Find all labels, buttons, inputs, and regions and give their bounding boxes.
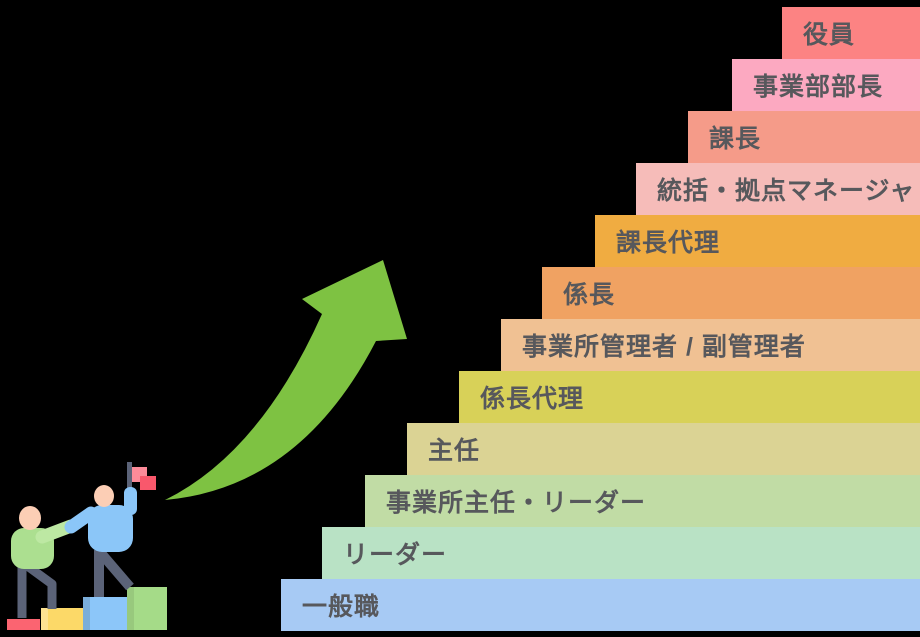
block-shade [127, 587, 134, 630]
leader-person [64, 462, 156, 597]
ladder-step: 役員 [782, 7, 920, 59]
ladder-step: 課長 [688, 111, 920, 163]
podium-block-green [127, 587, 167, 630]
climbers-illustration [7, 462, 167, 630]
ladder-step-label: 統括・拠点マネージャ [657, 177, 916, 205]
ladder-step-label: 事業所管理者 / 副管理者 [522, 333, 806, 361]
block-shade [83, 597, 90, 630]
podium-blocks [7, 587, 167, 630]
ladder-step-label: 係長代理 [480, 385, 585, 413]
helper-legs [17, 561, 57, 618]
ladder-step-label: リーダー [343, 541, 448, 569]
ladder-step-label: 事業部部長 [753, 73, 884, 101]
ladder-step: 事業部部長 [732, 59, 920, 111]
podium-block-blue [83, 597, 127, 630]
ladder-step-label: 主任 [428, 437, 481, 465]
ladder-step-label: 役員 [803, 21, 856, 49]
ladder-step: 係長 [542, 267, 920, 319]
ladder-step: 主任 [407, 423, 920, 475]
ladder-step-label: 一般職 [302, 593, 381, 621]
ladder-step: リーダー [322, 527, 920, 579]
leader-legs [94, 548, 134, 597]
flag-icon-dark [140, 476, 156, 490]
leader-head [94, 485, 114, 507]
leader-reaching-arm [64, 506, 98, 534]
ladder-step: 統括・拠点マネージャ [636, 163, 920, 215]
block-highlight [41, 608, 48, 630]
ladder-step-label: 係長 [563, 281, 616, 309]
ladder-step-label: 課長 [709, 125, 762, 153]
ladder-step: 一般職 [281, 579, 920, 631]
helper-person [11, 506, 78, 618]
growth-arrow-icon [165, 260, 407, 500]
ladder-step-label: 課長代理 [616, 229, 721, 257]
podium-block-yellow [41, 608, 83, 630]
leader-raised-arm [124, 487, 137, 515]
ladder-step: 課長代理 [595, 215, 920, 267]
leader-torso [88, 505, 133, 552]
ladder-step: 事業所管理者 / 副管理者 [501, 319, 920, 371]
podium-block-red [7, 619, 40, 630]
growth-arrow-shape [165, 260, 407, 500]
flag-pole [127, 462, 132, 506]
ladder-step: 係長代理 [459, 371, 920, 423]
ladder-step-label: 事業所主任・リーダー [386, 489, 647, 517]
helper-head [19, 506, 41, 530]
ladder-step: 事業所主任・リーダー [365, 475, 920, 527]
